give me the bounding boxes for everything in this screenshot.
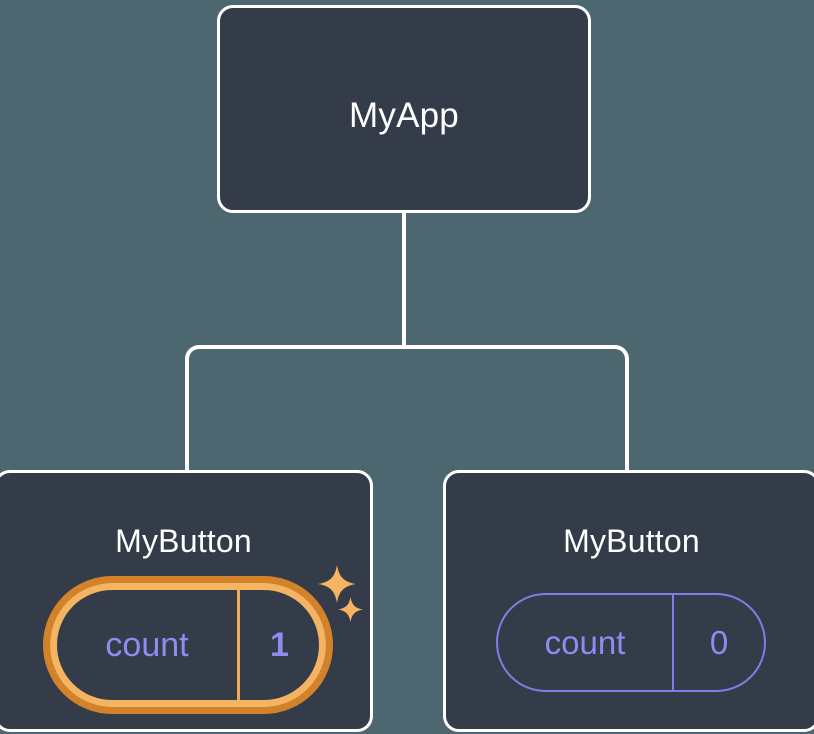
state-value-left: 1	[270, 625, 289, 664]
sparkle-small-icon	[338, 597, 363, 622]
node-myapp-title: MyApp	[349, 96, 459, 135]
node-mybutton-left-title: MyButton	[115, 523, 252, 559]
state-pill-left-ring: count 1	[50, 583, 326, 707]
node-mybutton-right[interactable]: MyButton count 0	[443, 470, 814, 732]
node-mybutton-right-title: MyButton	[563, 523, 700, 559]
state-pill-left[interactable]: count 1	[43, 576, 333, 714]
connector-branch-bar	[185, 345, 629, 472]
sparkle-large-icon	[318, 565, 356, 603]
state-value-right: 0	[709, 623, 729, 661]
node-mybutton-left[interactable]: MyButton count 1	[0, 470, 373, 732]
state-name-right: count	[498, 595, 674, 690]
state-pill-right[interactable]: count 0	[496, 593, 766, 692]
connector-root-stem	[402, 212, 406, 349]
node-myapp[interactable]: MyApp	[217, 5, 591, 213]
state-name-left: count	[57, 590, 240, 700]
